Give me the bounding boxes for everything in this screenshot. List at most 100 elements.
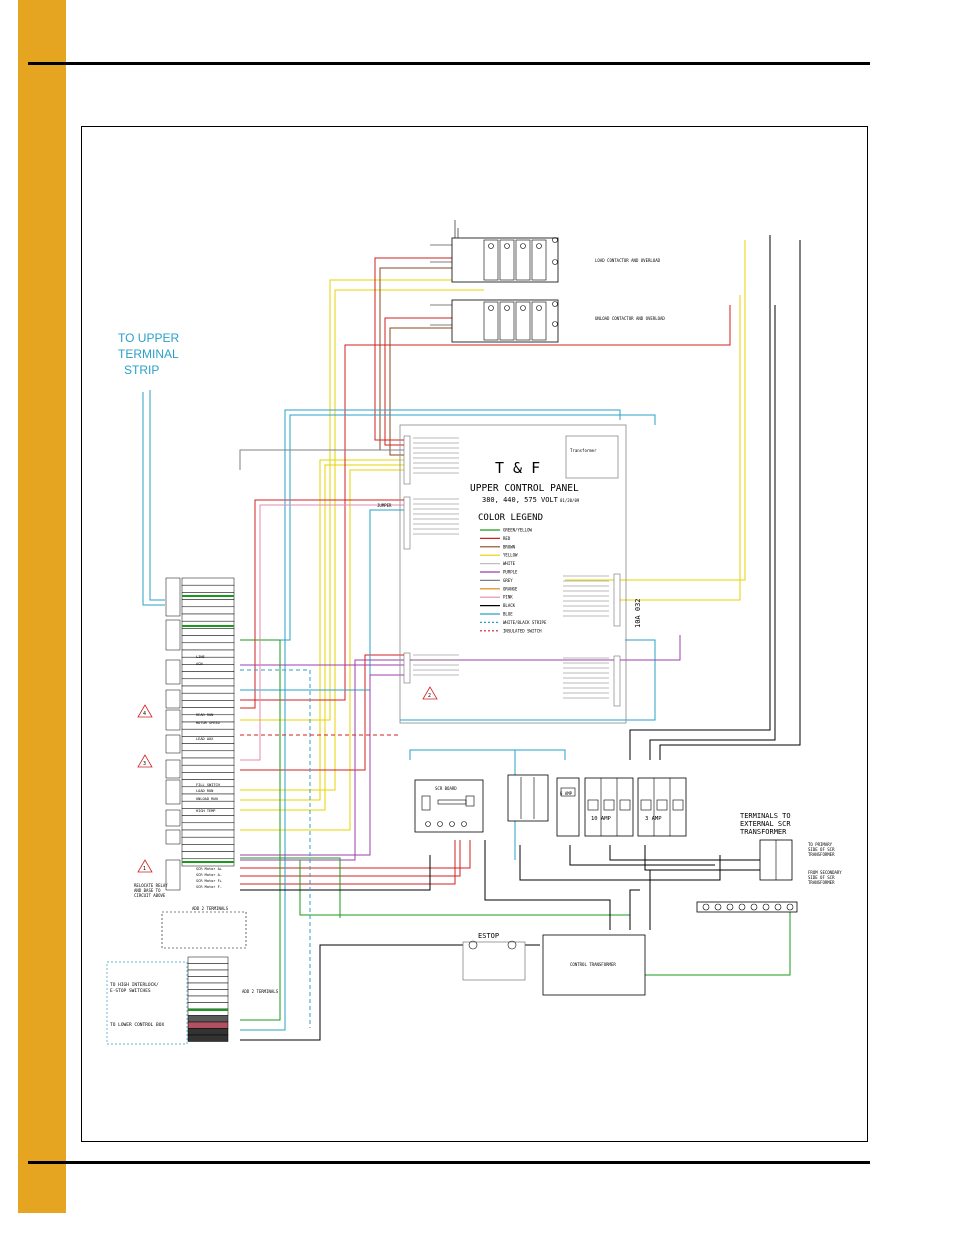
breaker-3amp — [637, 777, 687, 837]
load-contactor-label: LOAD CONTACTOR AND OVERLOAD — [595, 258, 661, 263]
color-legend: GREEN/YELLOWREDBROWNYELLOWWHITEPURPLEGRE… — [480, 528, 547, 633]
strip-terminal — [181, 836, 235, 845]
wire-yellow — [240, 469, 405, 831]
strip-terminal — [181, 764, 235, 773]
primary-note-line: SIDE OF SCR — [808, 847, 835, 852]
terminals-note-line: EXTERNAL SCR — [740, 820, 791, 828]
wire-red — [384, 317, 484, 446]
panel-vertical-label: 10A 032 — [634, 598, 642, 628]
scr-board-part — [421, 795, 431, 811]
strip-terminal — [181, 656, 235, 665]
breaker-6amp-label: 6 AMP — [560, 791, 573, 796]
warning-triangle — [137, 754, 153, 768]
strip-label: SCR Motor F- — [196, 885, 222, 889]
ground-screw — [702, 903, 710, 911]
strip-terminal — [181, 613, 235, 622]
upper-strip-note-line: STRIP — [124, 363, 159, 377]
warning-mark-number: 4 — [143, 711, 146, 717]
wire-pink — [240, 504, 405, 761]
strip-terminal — [181, 757, 235, 766]
wire-blue — [240, 509, 405, 691]
wire-purple — [240, 674, 405, 856]
wire-red — [240, 840, 456, 885]
breaker-10amp-label: 10 AMP — [591, 816, 612, 822]
strip-terminal — [181, 599, 235, 608]
ground-screw — [738, 903, 746, 911]
legend-label: YELLOW — [503, 553, 518, 558]
scr-board-label: SCR BOARD — [435, 786, 457, 791]
add-terminals-label: ADD 2 TERMINALS — [192, 906, 229, 911]
scr-contactor — [507, 774, 549, 822]
wire-red — [240, 840, 471, 869]
lower-terminal — [187, 956, 229, 964]
estop-terminal — [507, 940, 517, 950]
ground-screw — [726, 903, 734, 911]
warning-triangle — [422, 686, 438, 700]
unload-contactor-block — [515, 301, 531, 341]
strip-side-label-box — [165, 577, 181, 617]
strip-label: SCR Motor F+ — [196, 879, 223, 883]
wire-black — [659, 240, 801, 760]
legend-label: GREEN/YELLOW — [503, 528, 532, 533]
lower-terminal — [187, 1021, 229, 1029]
relocate-note-line: RELOCATE RELAY — [134, 883, 168, 888]
strip-terminal — [181, 692, 235, 701]
strip-terminal — [181, 851, 235, 860]
contactor-terminal — [552, 259, 558, 265]
ground-screw — [762, 903, 770, 911]
scr-board: SCR BOARD — [414, 779, 484, 833]
panel-terminals-upper — [403, 435, 621, 707]
panel-date: 01/20/09 — [560, 498, 580, 503]
lower-control-note: TO LOWER CONTROL BOX — [110, 1022, 164, 1028]
scr-board-terminal — [425, 821, 431, 827]
strip-side-label-box — [165, 709, 181, 731]
control-transformer-label: CONTROL TRANSFORMER — [570, 962, 616, 967]
primary-note-line: TRANSFORMER — [808, 852, 835, 857]
strip-side-label-box — [165, 809, 181, 827]
panel-title: UPPER CONTROL PANEL — [470, 483, 579, 494]
legend-label: ORANGE — [503, 586, 518, 591]
transformer-box — [565, 435, 619, 479]
wire-black — [484, 840, 611, 930]
strip-side-label-box — [165, 759, 181, 779]
wire-yellow — [240, 459, 405, 801]
unload-contactor-label: UNLOAD CONTACTOR AND OVERLOAD — [595, 316, 665, 321]
terminals-note-line: TRANSFORMER — [740, 828, 787, 836]
load-contactor — [430, 220, 559, 283]
secondary-note-line: SIDE OF SCR — [808, 875, 835, 880]
strip-terminal — [181, 620, 235, 629]
lower-terminal — [187, 995, 229, 1003]
wire-red — [240, 654, 405, 771]
lower-terminal — [187, 1015, 229, 1023]
upper-strip-note-line: TERMINAL — [118, 347, 179, 361]
wire-black — [240, 855, 431, 891]
breaker-switch — [656, 799, 668, 811]
ground-screw — [750, 903, 758, 911]
contactor-terminal — [488, 243, 494, 249]
load-contactor-block — [515, 239, 531, 281]
wire-yellow — [565, 240, 746, 581]
contactor-terminal — [552, 237, 558, 243]
relay-dashed-zone — [161, 911, 247, 949]
estop-box — [462, 941, 526, 981]
upper-strip-note: TO UPPER TERMINAL STRIP — [118, 331, 179, 377]
wire-yellow — [240, 464, 405, 811]
strip-label: LEAD AUX — [196, 737, 214, 741]
breaker-switch — [640, 799, 652, 811]
wire-green — [299, 860, 631, 930]
warning-mark-number: 1 — [143, 866, 146, 872]
strip-terminal — [181, 700, 235, 708]
lower-terminal — [187, 976, 229, 984]
wire-layer — [142, 235, 801, 1041]
breaker-3amp-label: 3 AMP — [645, 816, 662, 822]
estop-terminal — [468, 940, 478, 950]
breaker-6amp — [556, 777, 580, 837]
strip-terminal — [181, 671, 235, 680]
legend-label: PINK — [503, 595, 513, 600]
wire-yellow — [620, 295, 741, 601]
strip-label: MOTOR SPEED — [196, 721, 220, 725]
panel-brand: T & F — [495, 459, 540, 477]
terminal-block — [403, 652, 411, 684]
